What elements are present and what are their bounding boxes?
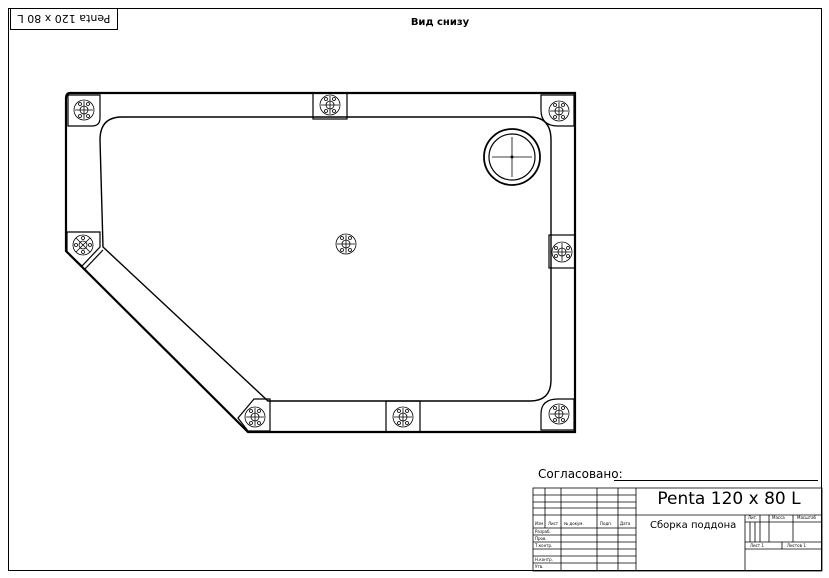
title-block-description: Сборка поддона	[650, 520, 737, 531]
mass-label: Масса	[772, 515, 785, 520]
corner-top-left	[67, 94, 101, 127]
drain-icon	[483, 128, 541, 186]
screw-cluster-icon	[244, 406, 266, 428]
corner-bottom-left	[237, 398, 271, 432]
sheet-label: Лист 1	[750, 543, 764, 548]
screw-cluster-icon	[72, 234, 94, 256]
right-mid-block	[548, 234, 576, 269]
screw-cluster-icon	[392, 406, 414, 428]
screw-cluster-icon	[73, 99, 95, 121]
row-prov: Пров.	[535, 536, 547, 541]
bottom-mid-block	[385, 400, 421, 433]
col-izm: Изм	[535, 521, 544, 526]
approval-signature-line	[614, 480, 818, 481]
col-list: Лист	[548, 521, 559, 526]
col-sign: Подп.	[600, 521, 613, 526]
screw-cluster-icon	[548, 403, 570, 425]
screw-cluster-icon	[319, 94, 341, 116]
approval-label: Согласовано:	[538, 467, 623, 481]
lit-label: Лит.	[748, 515, 758, 520]
screw-cluster-icon	[335, 233, 357, 255]
title-block-frame	[532, 487, 823, 572]
row-utv: Утв.	[535, 564, 544, 569]
screw-cluster-icon	[548, 100, 570, 122]
row-nkontr: Н.контр.	[535, 557, 553, 562]
scale-label: Масштаб	[797, 515, 817, 520]
row-razrab: Разраб.	[535, 529, 551, 534]
col-date: Дата	[620, 521, 631, 526]
view-title: Вид снизу	[410, 17, 470, 28]
corner-bottom-right	[540, 398, 575, 431]
sheets-label: Листов 1	[787, 543, 806, 548]
diagonal-rail-joint	[83, 249, 104, 271]
screw-cluster-icon	[551, 241, 573, 263]
col-doc: № докум.	[564, 521, 584, 526]
title-block-title: Penta 120 x 80 L	[657, 489, 801, 509]
top-mid-block	[312, 92, 348, 120]
left-corner-block	[66, 231, 101, 267]
row-tkontr: Т.контр.	[535, 543, 553, 548]
tray-outer-outline	[64, 91, 577, 434]
drawing-sheet	[8, 8, 822, 571]
corner-top-right	[540, 94, 575, 127]
